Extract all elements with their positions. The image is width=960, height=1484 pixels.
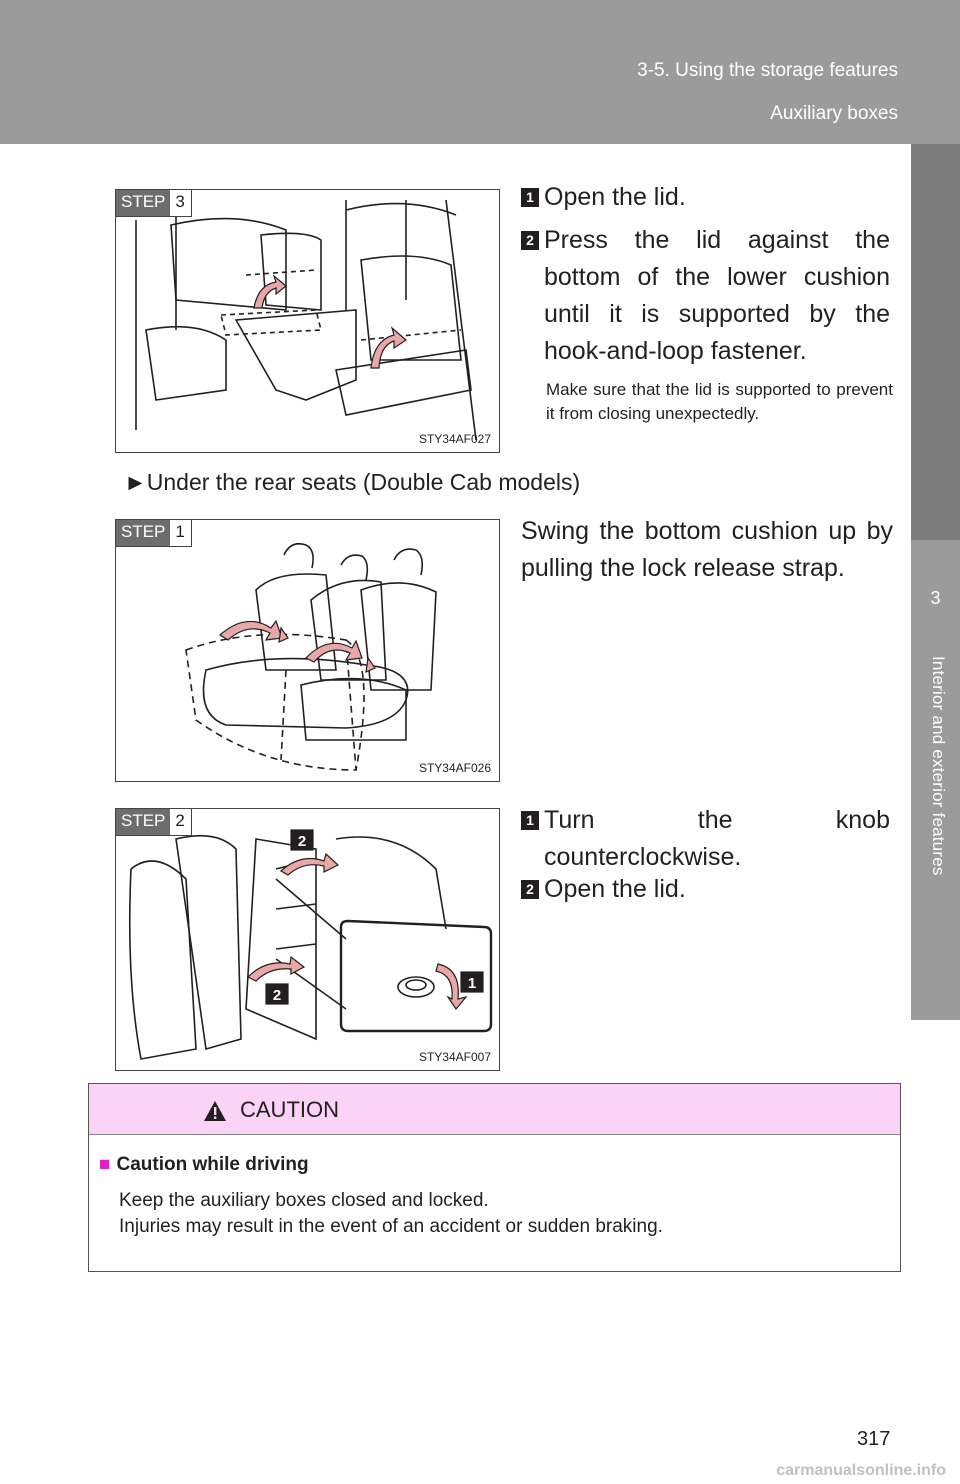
svg-text:2: 2 (273, 987, 281, 1004)
square-bullet-icon: ■ (99, 1154, 111, 1175)
caution-title: CAUTION (240, 1097, 339, 1122)
warning-triangle-icon (204, 1101, 226, 1121)
figure-code: STY34AF027 (418, 432, 491, 446)
page-header: 3-5. Using the storage features Auxiliar… (0, 0, 960, 144)
caution-line: Injuries may result in the event of an a… (119, 1216, 663, 1237)
svg-text:2: 2 (298, 833, 306, 850)
watermark: carmanualsonline.info (776, 1462, 946, 1479)
caution-text: Keep the auxiliary boxes closed and lock… (119, 1188, 663, 1240)
instruction-text: Open the lid. (544, 875, 686, 903)
instruction-text: Press the lid against the bottom of the … (544, 226, 890, 365)
caution-box: CAUTION ■Caution while driving Keep the … (88, 1083, 901, 1272)
caution-line: Keep the auxiliary boxes closed and lock… (119, 1190, 489, 1211)
step2-item-1: 1 Turn the knob counterclockwise. (521, 802, 893, 876)
step3-note: Make sure that the lid is supported to p… (546, 380, 893, 423)
subsection-heading: ►Under the rear seats (Double Cab models… (124, 469, 580, 496)
page-number: 317 (857, 1428, 891, 1450)
step1-instruction: Swing the bottom cushion up by pulling t… (521, 517, 893, 582)
chapter-number: 3 (930, 588, 941, 608)
rear-seat-lid-illustration (135, 199, 477, 441)
step3-item-2: 2 Press the lid against the bottom of th… (521, 222, 893, 370)
instruction-text: Open the lid. (544, 183, 686, 211)
section-title: 3-5. Using the storage features (637, 60, 898, 81)
subsection-title: Under the rear seats (Double Cab models) (146, 469, 581, 495)
chapter-title: Interior and exterior features (929, 656, 948, 876)
figure-code: STY34AF026 (418, 761, 491, 775)
caution-header: CAUTION (89, 1084, 900, 1135)
number-box: 1 (521, 188, 539, 207)
chapter-tab (911, 540, 960, 1020)
step2-item-2: 2 Open the lid. (521, 871, 893, 908)
figure-code: STY34AF007 (418, 1050, 491, 1064)
step3-item-1: 1 Open the lid. (521, 179, 893, 216)
rear-seat-cushion-illustration (185, 542, 437, 771)
number-box: 1 (521, 811, 539, 830)
instruction-text: Turn the knob counterclockwise. (544, 806, 890, 871)
storage-box-knob-illustration: 2 2 1 (128, 829, 493, 1060)
number-box: 2 (521, 880, 539, 899)
svg-text:1: 1 (468, 975, 476, 992)
topic-title: Auxiliary boxes (770, 103, 898, 124)
caution-subtitle: ■Caution while driving (99, 1154, 309, 1175)
triangle-marker-icon: ► (124, 469, 147, 495)
number-box: 2 (521, 231, 539, 250)
